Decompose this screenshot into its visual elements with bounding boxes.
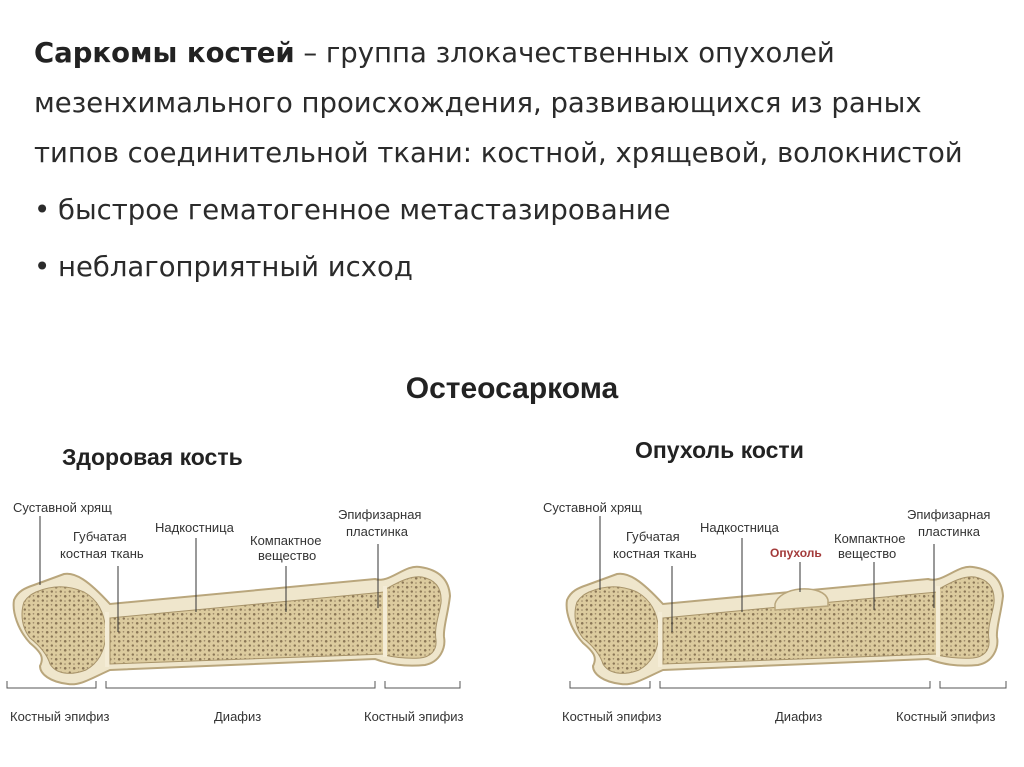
label-tumor: Опухоль: [770, 546, 822, 560]
definition-paragraph: Саркомы костей – группа злокачественных …: [34, 28, 994, 178]
label-epiphysis: Костный эпифиз: [896, 709, 996, 724]
leader-lines-left: [39, 516, 379, 632]
label-epiphysis: Костный эпифиз: [562, 709, 662, 724]
bullet-marker: •: [34, 194, 51, 226]
label-epiphyseal-plate: Эпифизарная: [907, 507, 990, 522]
label-periosteum: Надкостница: [700, 520, 780, 535]
label-diaphysis: Диафиз: [775, 709, 822, 724]
bullet-list: •быстрое гематогенное метастазирование •…: [34, 182, 994, 296]
label-spongy-bone: Губчатая: [73, 529, 127, 544]
label-epiphysis: Костный эпифиз: [364, 709, 464, 724]
label-spongy-bone: костная ткань: [613, 546, 697, 561]
tumor-bone-heading: Опухоль кости: [635, 437, 804, 463]
bullet-marker: •: [34, 251, 51, 283]
bullet-item: •быстрое гематогенное метастазирование: [34, 182, 994, 239]
label-compact-bone: вещество: [258, 548, 316, 563]
label-epiphyseal-plate: пластинка: [346, 524, 409, 539]
label-compact-bone: Компактное: [250, 533, 321, 548]
label-periosteum: Надкостница: [155, 520, 235, 535]
definition-text: – группа злокачественных опухолей мезенх…: [34, 37, 963, 169]
label-epiphyseal-plate: пластинка: [918, 524, 981, 539]
figure-title: Остеосаркома: [405, 372, 619, 405]
leader-lines-right: [599, 516, 935, 632]
healthy-bone-heading: Здоровая кость: [62, 444, 243, 470]
label-diaphysis: Диафиз: [214, 709, 261, 724]
label-articular-cartilage: Суставной хрящ: [13, 500, 112, 515]
label-articular-cartilage: Суставной хрящ: [543, 500, 642, 515]
intro-text: Саркомы костей – группа злокачественных …: [34, 28, 994, 296]
bullet-text: быстрое гематогенное метастазирование: [58, 194, 671, 226]
tumor-bone: [564, 564, 1005, 687]
defined-term: Саркомы костей: [34, 37, 295, 69]
label-compact-bone: Компактное: [834, 531, 905, 546]
tumor-mass: [774, 588, 829, 611]
label-spongy-bone: Губчатая: [626, 529, 680, 544]
healthy-bone: [11, 564, 452, 687]
bullet-text: неблагоприятный исход: [58, 251, 413, 283]
label-compact-bone: вещество: [838, 546, 896, 561]
bullet-item: •неблагоприятный исход: [34, 239, 994, 296]
label-epiphyseal-plate: Эпифизарная: [338, 507, 421, 522]
label-epiphysis: Костный эпифиз: [10, 709, 110, 724]
label-spongy-bone: костная ткань: [60, 546, 144, 561]
region-brackets: [6, 681, 1007, 689]
